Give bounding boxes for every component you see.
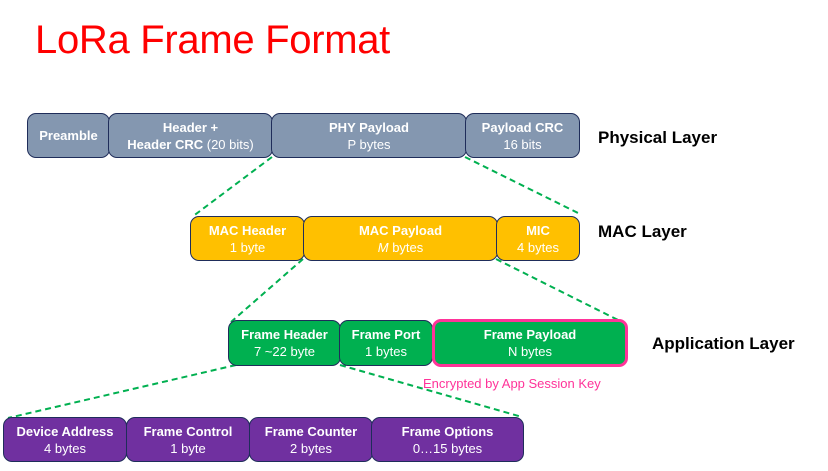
field-name: Frame Counter [264, 423, 358, 439]
field-size: bytes [388, 239, 424, 255]
connector-app-to-fhdr-right [339, 364, 523, 418]
field-name: Payload CRC [481, 119, 564, 135]
field-size: (20 bits) [203, 136, 254, 152]
field-name: Frame Port [351, 327, 421, 342]
encryption-note: Encrypted by App Session Key [423, 376, 601, 391]
field-name: Frame Header [241, 327, 328, 342]
field-size: 1 byte [229, 239, 266, 255]
field-mic: MIC 4 bytes [496, 216, 580, 261]
field-name: Frame Options [401, 423, 494, 439]
connector-app-to-fhdr-left [7, 364, 237, 419]
connector-mac-to-app-left [230, 258, 304, 323]
application-layer-label: Application Layer [652, 334, 795, 353]
connector-mac-to-app-right [495, 258, 619, 321]
field-frame-port: Frame Port 1 bytes [339, 320, 433, 366]
field-name: MAC Header [208, 222, 287, 238]
field-name: Frame Payload [483, 327, 577, 342]
field-size: 0…15 bytes [412, 440, 483, 456]
field-size-var: M [377, 239, 389, 255]
physical-layer-label: Physical Layer [598, 128, 718, 147]
field-frame-header: Frame Header 7 ~22 byte [228, 320, 341, 366]
field-name: MAC Payload [358, 222, 443, 238]
field-frame-payload: Frame Payload N bytes [432, 319, 628, 367]
field-size: 4 bytes [517, 239, 559, 255]
field-mac-header: MAC Header 1 byte [190, 216, 305, 261]
field-size: N bytes [507, 344, 553, 359]
field-name: Frame Control [143, 423, 233, 439]
field-name: Preamble [39, 128, 98, 143]
connector-phy-to-mac-left [191, 156, 273, 218]
field-size: P bytes [347, 136, 391, 152]
field-size: 2 bytes [290, 440, 332, 456]
connector-phy-to-mac-right [464, 156, 581, 215]
field-header-crc: Header + Header CRC (20 bits) [108, 113, 273, 158]
field-size: 1 bytes [365, 344, 407, 359]
field-mac-payload: MAC Payload M bytes [303, 216, 498, 261]
mac-layer-label: MAC Layer [598, 222, 687, 241]
page-title: LoRa Frame Format [35, 18, 390, 62]
field-name-2: Header CRC [127, 136, 204, 152]
field-phy-payload: PHY Payload P bytes [271, 113, 467, 158]
field-name: Header + [162, 119, 219, 135]
field-device-address: Device Address 4 bytes [3, 417, 127, 462]
field-name: Device Address [16, 423, 114, 439]
field-payload-crc: Payload CRC 16 bits [465, 113, 580, 158]
field-name: PHY Payload [329, 119, 409, 135]
field-frame-control: Frame Control 1 byte [126, 417, 250, 462]
field-frame-options: Frame Options 0…15 bytes [371, 417, 524, 462]
field-size: 4 bytes [44, 440, 86, 456]
field-size: 16 bits [503, 136, 542, 152]
field-size: 1 byte [170, 440, 206, 456]
field-name: MIC [526, 222, 550, 238]
field-size: 7 ~22 byte [253, 344, 316, 359]
field-preamble: Preamble [27, 113, 110, 158]
field-frame-counter: Frame Counter 2 bytes [249, 417, 373, 462]
